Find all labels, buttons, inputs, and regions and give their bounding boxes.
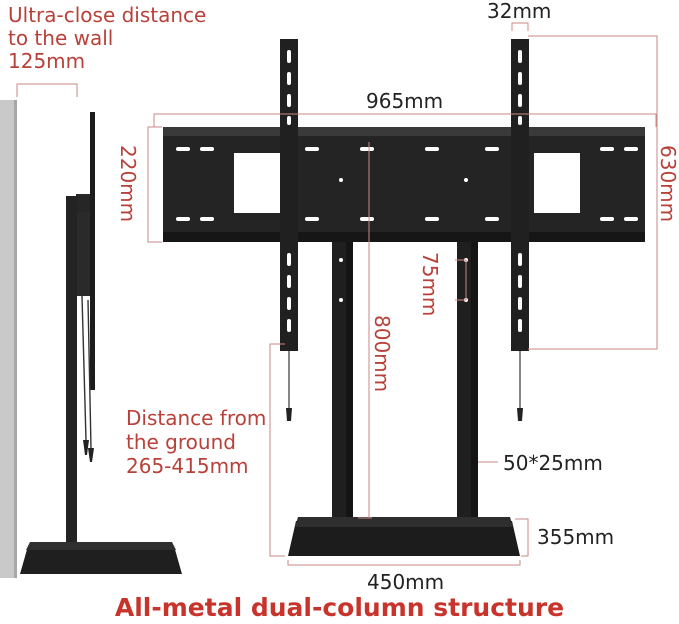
label-ground-distance-1: Distance from bbox=[126, 406, 267, 430]
dim-base-depth bbox=[515, 518, 529, 557]
dim-top-width bbox=[511, 22, 529, 31]
side-cord-1 bbox=[81, 295, 87, 441]
diagram-title: All-metal dual-column structure bbox=[114, 593, 565, 622]
column-holes bbox=[339, 178, 468, 302]
dim-mount-width bbox=[153, 113, 657, 127]
plate-window-left bbox=[234, 153, 280, 213]
label-base-width: 450mm bbox=[367, 570, 445, 594]
label-column-height: 800mm bbox=[370, 315, 394, 393]
label-top-width: 32mm bbox=[487, 0, 552, 23]
label-wall-distance-3: 125mm bbox=[8, 49, 86, 73]
label-ground-distance-2: the ground bbox=[126, 430, 236, 454]
plate-slots bbox=[176, 147, 638, 221]
dim-ground-distance bbox=[269, 343, 285, 557]
dim-base-width bbox=[287, 560, 521, 566]
label-mount-height: 220mm bbox=[116, 145, 140, 223]
dimension-lines bbox=[147, 22, 658, 566]
side-cord-weight-2 bbox=[88, 448, 94, 462]
wall bbox=[0, 100, 16, 578]
left-cord-weight bbox=[286, 408, 292, 421]
label-base-depth: 355mm bbox=[537, 525, 615, 549]
label-wall-distance-1: Ultra-close distance bbox=[8, 3, 207, 27]
mount-plate-top-edge bbox=[163, 127, 645, 136]
tv-panel-side bbox=[90, 112, 95, 390]
dim-hole-spacing bbox=[455, 259, 467, 301]
dim-wall-distance bbox=[16, 83, 78, 97]
label-column-section: 50*25mm bbox=[503, 451, 603, 475]
right-arm bbox=[511, 39, 529, 351]
mount-plate-bottom-edge bbox=[163, 232, 645, 242]
side-view bbox=[0, 83, 182, 578]
right-cord-weight bbox=[517, 408, 523, 421]
plate-window-right bbox=[534, 153, 580, 213]
front-view bbox=[147, 22, 658, 566]
arm-slots bbox=[287, 50, 522, 332]
side-column bbox=[66, 196, 77, 546]
side-cord-weight-1 bbox=[83, 440, 89, 455]
wall-edge bbox=[14, 100, 17, 578]
label-wall-distance-2: to the wall bbox=[8, 26, 114, 50]
side-base-top bbox=[26, 542, 176, 550]
dim-total-height bbox=[528, 35, 658, 350]
side-base bbox=[20, 546, 182, 574]
front-base bbox=[288, 521, 520, 556]
right-column-shade bbox=[471, 140, 478, 530]
label-total-height: 630mm bbox=[656, 145, 679, 223]
side-cord-2 bbox=[87, 299, 92, 449]
front-base-top bbox=[295, 517, 513, 527]
label-hole-spacing: 75mm bbox=[418, 252, 442, 317]
dim-mount-height bbox=[147, 126, 162, 243]
left-arm bbox=[280, 39, 298, 351]
label-ground-distance-3: 265-415mm bbox=[126, 454, 249, 478]
side-bracket bbox=[76, 194, 90, 296]
left-column-shade bbox=[346, 140, 353, 530]
label-mount-width: 965mm bbox=[366, 89, 444, 113]
